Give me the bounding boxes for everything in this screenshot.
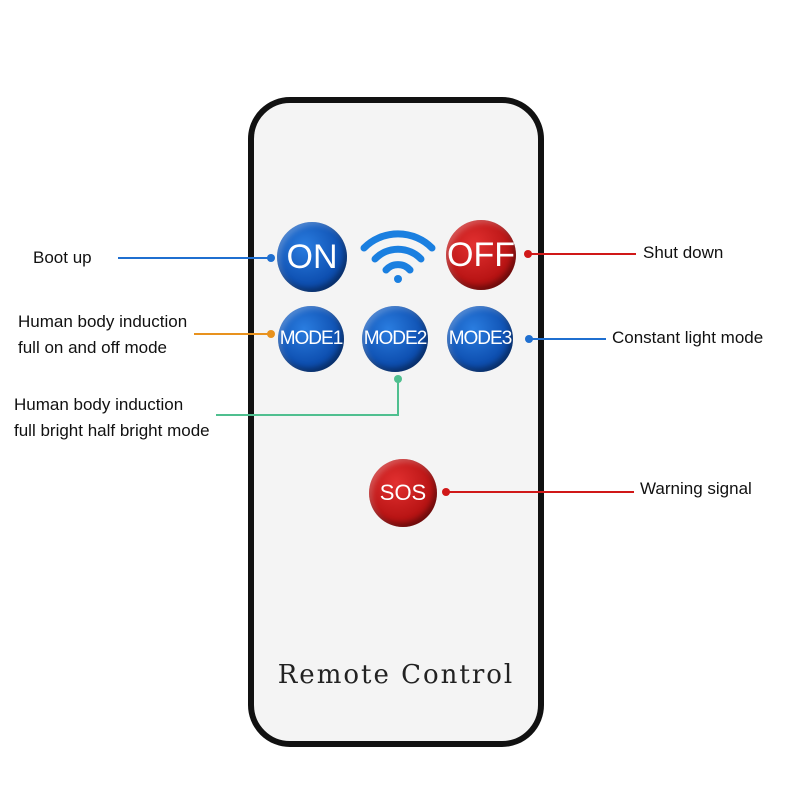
mode2-label-line1: Human body induction — [14, 395, 184, 414]
sos-button-label: SOS — [379, 480, 427, 505]
shut-down-label: Shut down — [643, 243, 724, 262]
off-button-label: OFF — [447, 235, 515, 274]
mode1-label-line2: full on and off mode — [18, 338, 168, 357]
mode3-button[interactable]: MODE3 — [447, 306, 513, 372]
sos-button[interactable]: SOS — [369, 459, 437, 527]
mode2-button[interactable]: MODE2 — [362, 306, 428, 372]
mode3-button-label: MODE3 — [448, 328, 513, 349]
mode2-label: Human body induction full bright half br… — [14, 392, 210, 444]
mode1-button[interactable]: MODE1 — [278, 306, 344, 372]
mode2-label-line2: full bright half bright mode — [14, 421, 210, 440]
off-button[interactable]: OFF — [446, 220, 516, 290]
remote-body — [248, 97, 544, 747]
on-button[interactable]: ON — [277, 222, 347, 292]
mode3-label: Constant light mode — [612, 328, 764, 347]
mode1-label: Human body induction full on and off mod… — [18, 309, 187, 361]
mode2-button-label: MODE2 — [363, 328, 428, 349]
mode1-label-line1: Human body induction — [18, 312, 188, 331]
sos-label: Warning signal — [640, 479, 752, 498]
boot-up-label: Boot up — [33, 248, 92, 267]
on-button-label: ON — [286, 237, 338, 276]
mode1-button-label: MODE1 — [279, 328, 344, 349]
remote-title: Remote Control — [277, 660, 515, 690]
wifi-signal-icon — [360, 230, 436, 283]
